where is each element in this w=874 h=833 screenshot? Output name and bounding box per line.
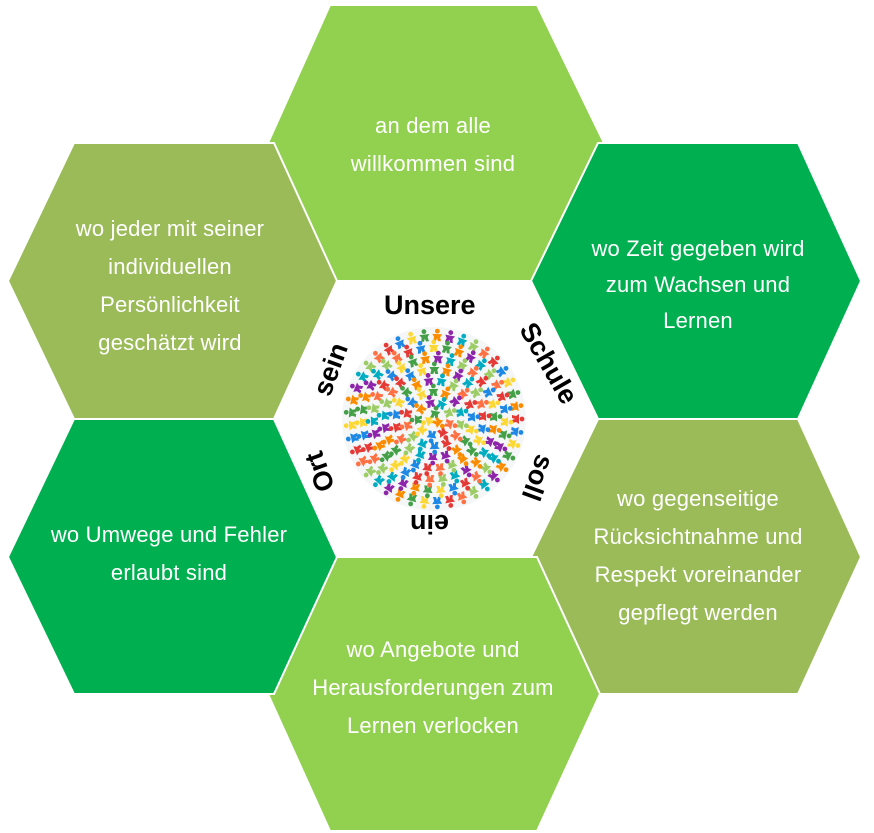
people-globe-icon (342, 327, 526, 511)
center-word-ein: ein (410, 509, 450, 539)
center-word-unsere: Unsere (384, 290, 476, 320)
